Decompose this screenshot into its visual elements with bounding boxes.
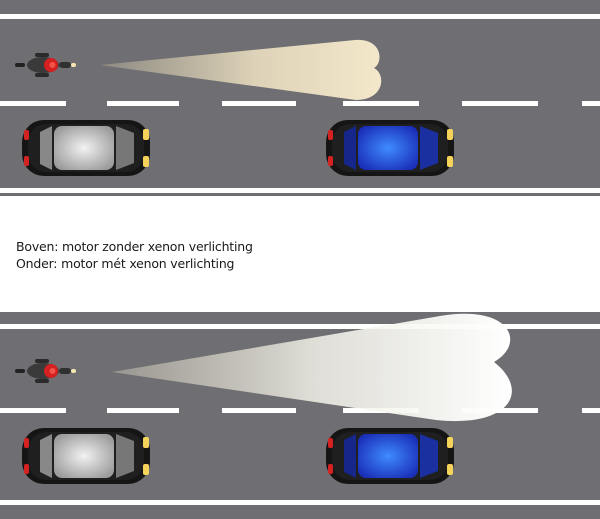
halogen-beam (100, 39, 382, 100)
car-silver-top (22, 120, 150, 176)
caption-bottom-line: Onder: motor mét xenon verlichting (16, 256, 235, 271)
caption: Boven: motor zonder xenon verlichting On… (16, 238, 253, 272)
lane-dashes-top (0, 101, 600, 106)
car-blue-bottom (326, 428, 454, 484)
xenon-beam (112, 313, 512, 422)
caption-top-line: Boven: motor zonder xenon verlichting (16, 239, 253, 254)
car-silver-bottom (22, 428, 150, 484)
car-blue-top (326, 120, 454, 176)
